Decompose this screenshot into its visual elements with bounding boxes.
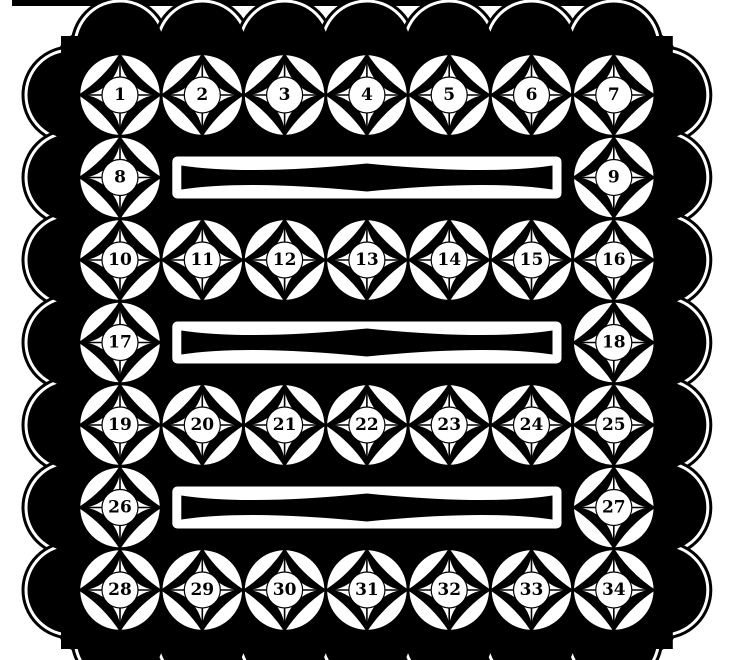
tile-20: 20 xyxy=(161,384,243,466)
tile-13: 13 xyxy=(326,219,408,301)
tile-number: 27 xyxy=(602,498,626,518)
center-panels xyxy=(163,138,570,548)
tile-27: 27 xyxy=(573,467,655,549)
tile-number: 29 xyxy=(190,580,214,600)
tile-number: 26 xyxy=(108,498,132,518)
tile-number: 10 xyxy=(108,250,132,270)
tile-32: 32 xyxy=(408,549,490,631)
tile-number: 21 xyxy=(273,415,297,435)
tile-number: 4 xyxy=(361,85,373,105)
tile-12: 12 xyxy=(244,219,326,301)
tile-number: 15 xyxy=(520,250,544,270)
tile-number: 23 xyxy=(437,415,461,435)
tile-number: 17 xyxy=(108,333,132,353)
tile-number: 14 xyxy=(437,250,461,270)
tile-number: 20 xyxy=(190,415,214,435)
tile-17: 17 xyxy=(79,302,161,384)
tile-number: 31 xyxy=(355,580,379,600)
tile-number: 11 xyxy=(190,250,214,270)
tile-number: 24 xyxy=(520,415,544,435)
center-panel-2 xyxy=(163,303,570,383)
tile-number: 28 xyxy=(108,580,132,600)
tile-number: 34 xyxy=(602,580,626,600)
tile-25: 25 xyxy=(573,384,655,466)
tile-number: 33 xyxy=(520,580,544,600)
tile-2: 2 xyxy=(161,54,243,136)
tile-3: 3 xyxy=(244,54,326,136)
tile-7: 7 xyxy=(573,54,655,136)
tile-29: 29 xyxy=(161,549,243,631)
tile-19: 19 xyxy=(79,384,161,466)
tile-10: 10 xyxy=(79,219,161,301)
tile-number: 2 xyxy=(196,85,208,105)
tile-28: 28 xyxy=(79,549,161,631)
tile-number: 32 xyxy=(437,580,461,600)
tile-26: 26 xyxy=(79,467,161,549)
center-panel-1 xyxy=(163,138,570,218)
tile-11: 11 xyxy=(161,219,243,301)
tile-18: 18 xyxy=(573,302,655,384)
tile-number: 5 xyxy=(443,85,455,105)
center-panel-3 xyxy=(163,468,570,548)
tile-number: 6 xyxy=(526,85,538,105)
tile-number: 30 xyxy=(273,580,297,600)
tile-30: 30 xyxy=(244,549,326,631)
tile-15: 15 xyxy=(491,219,573,301)
tile-33: 33 xyxy=(491,549,573,631)
tile-1: 1 xyxy=(79,54,161,136)
tile-number: 3 xyxy=(279,85,291,105)
tile-number: 7 xyxy=(608,85,620,105)
tile-31: 31 xyxy=(326,549,408,631)
tile-number: 12 xyxy=(273,250,297,270)
tile-6: 6 xyxy=(491,54,573,136)
tile-21: 21 xyxy=(244,384,326,466)
tile-16: 16 xyxy=(573,219,655,301)
tile-number: 18 xyxy=(602,333,626,353)
tile-34: 34 xyxy=(573,549,655,631)
tile-number: 9 xyxy=(608,168,620,188)
tile-number: 16 xyxy=(602,250,626,270)
tile-number: 8 xyxy=(114,168,126,188)
tile-24: 24 xyxy=(491,384,573,466)
tile-9: 9 xyxy=(573,137,655,219)
tile-4: 4 xyxy=(326,54,408,136)
tile-5: 5 xyxy=(408,54,490,136)
tile-number: 13 xyxy=(355,250,379,270)
tile-number: 1 xyxy=(114,85,126,105)
tile-number: 22 xyxy=(355,415,379,435)
tile-8: 8 xyxy=(79,137,161,219)
tile-number: 19 xyxy=(108,415,132,435)
tile-23: 23 xyxy=(408,384,490,466)
tile-22: 22 xyxy=(326,384,408,466)
tile-number: 25 xyxy=(602,415,626,435)
tile-14: 14 xyxy=(408,219,490,301)
